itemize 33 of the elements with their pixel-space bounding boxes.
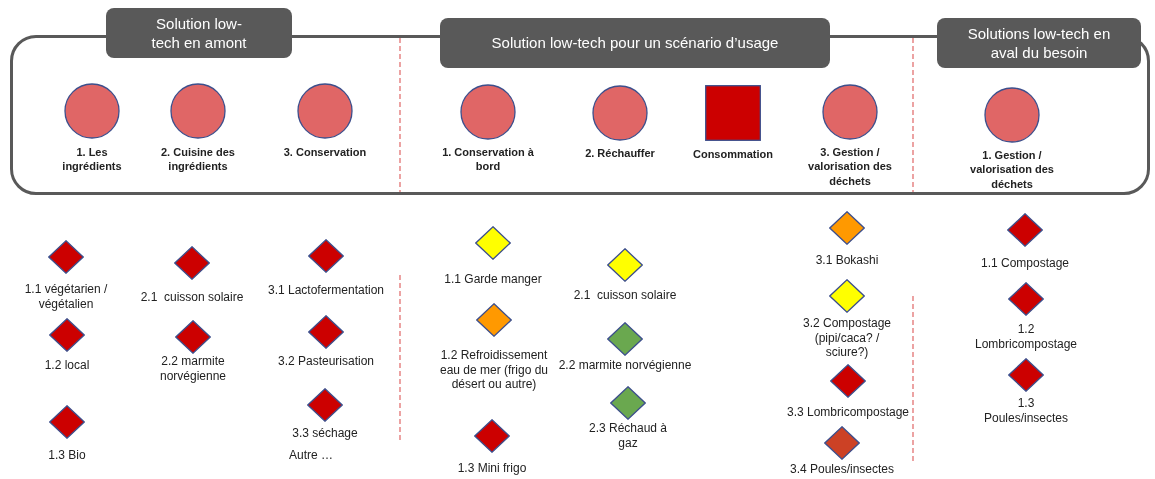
step-label: 1. Gestion / valorisation des déchets xyxy=(969,148,1055,191)
section-tab: Solution low-tech pour un scénario d’usage xyxy=(440,18,830,68)
step-label: 3. Conservation xyxy=(283,145,367,160)
step-label: 2. Réchauffer xyxy=(585,146,655,161)
option-label: 2.1 cuisson solaire xyxy=(140,290,244,305)
step-label: 2. Cuisine des ingrédients xyxy=(160,145,236,174)
section-tab: Solutions low-tech en aval du besoin xyxy=(937,18,1141,68)
option-label: 2.2 marmite norvégienne xyxy=(158,354,228,384)
option-label: 3.2 Compostage (pipi/caca? / sciure?) xyxy=(801,316,893,360)
note-text: Autre … xyxy=(289,448,333,462)
section-tab: Solution low-tech en amont xyxy=(106,8,292,58)
step-label: Consommation xyxy=(692,147,774,162)
option-label: 1.1 Compostage xyxy=(980,256,1070,271)
step-label: 3. Gestion / valorisation des déchets xyxy=(807,145,893,188)
option-label: 1.2 local xyxy=(44,358,90,373)
option-label: 3.1 Lactofermentation xyxy=(267,283,385,298)
option-label: 2.1 cuisson solaire xyxy=(573,288,677,303)
option-label: 2.3 Réchaud à gaz xyxy=(587,421,669,451)
option-label: 1.1 végétarien / végétalien xyxy=(23,282,109,312)
option-label: 1.3 Mini frigo xyxy=(457,461,527,476)
option-label: 1.1 Garde manger xyxy=(444,272,542,287)
step-label: 1. Les ingrédients xyxy=(61,145,123,174)
option-label: 1.3 Poules/insectes xyxy=(982,396,1069,426)
option-label: 1.2 Refroidissement eau de mer (frigo du désert ou autre) xyxy=(438,348,550,392)
option-label: 3.3 Lombricompostage xyxy=(786,405,910,420)
option-label: 1.3 Bio xyxy=(48,448,86,463)
option-label: 3.3 séchage xyxy=(292,426,358,441)
option-label: 3.4 Poules/insectes xyxy=(789,462,895,477)
option-label: 2.2 marmite norvégienne xyxy=(558,358,692,373)
option-label: 1.2 Lombricompostage xyxy=(973,322,1079,352)
option-label: 3.2 Pasteurisation xyxy=(277,354,375,369)
step-label: 1. Conservation à bord xyxy=(441,145,535,174)
option-label: 3.1 Bokashi xyxy=(815,253,879,268)
